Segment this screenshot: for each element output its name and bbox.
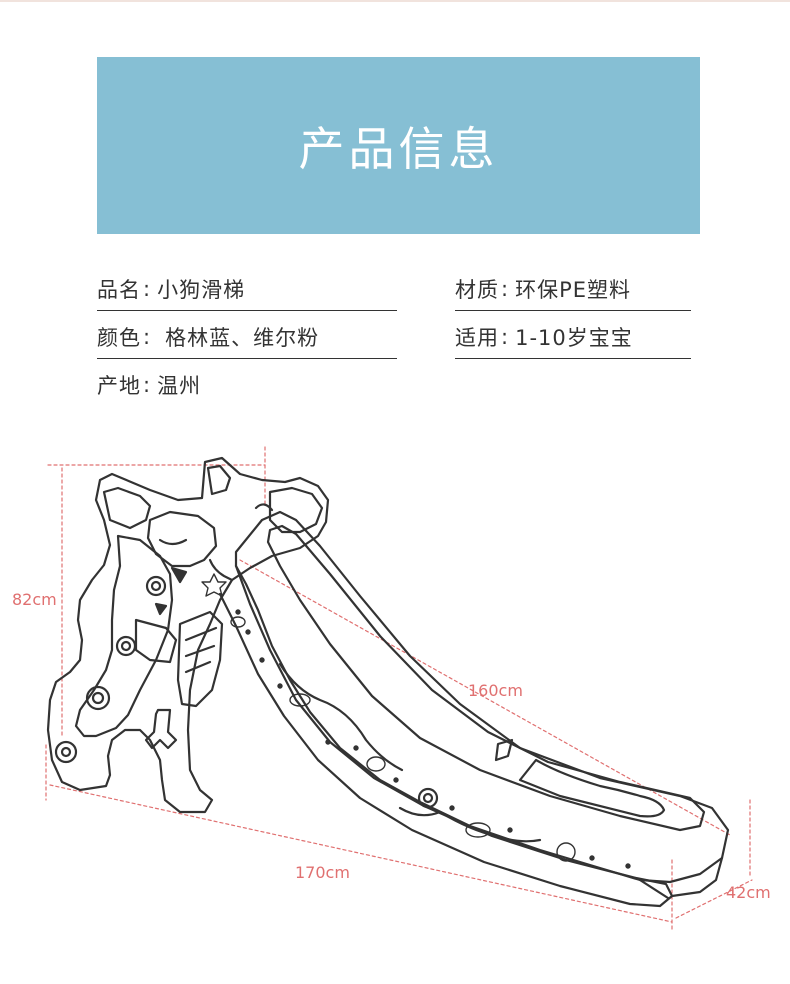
spec-origin: 产地: 温州 — [97, 364, 201, 406]
spec-value: 小狗滑梯 — [157, 278, 246, 302]
slide-length-dimension-label: 160cm — [468, 681, 523, 700]
spec-suitable: 适用: 1-10岁宝宝 — [455, 316, 691, 359]
spec-name: 品名: 小狗滑梯 — [97, 268, 397, 311]
page-title: 产品信息 — [298, 121, 499, 176]
slide-decorations — [201, 573, 631, 869]
spec-label: 颜色 — [97, 326, 141, 350]
spec-label: 材质 — [455, 278, 499, 302]
header-banner: 产品信息 — [97, 57, 700, 234]
spec-value: 温州 — [157, 374, 202, 398]
spec-material: 材质: 环保PE塑料 — [455, 268, 691, 311]
slide-line-drawing — [45, 446, 753, 931]
spec-value: 1-10岁宝宝 — [515, 326, 633, 350]
height-dimension-label: 82cm — [12, 590, 57, 609]
slide-chute — [218, 510, 730, 908]
spec-value: 格林蓝、维尔粉 — [165, 326, 320, 350]
width-dimension-label: 42cm — [726, 883, 771, 902]
spec-label: 适用 — [455, 326, 499, 350]
spec-value: 环保PE塑料 — [515, 278, 632, 302]
spec-color: 颜色: 格林蓝、维尔粉 — [97, 316, 397, 359]
total-length-dimension-label: 170cm — [295, 863, 350, 882]
ladder-frame — [46, 456, 330, 814]
top-divider — [0, 0, 790, 2]
spec-label: 品名 — [97, 278, 141, 302]
spec-label: 产地 — [97, 374, 141, 398]
